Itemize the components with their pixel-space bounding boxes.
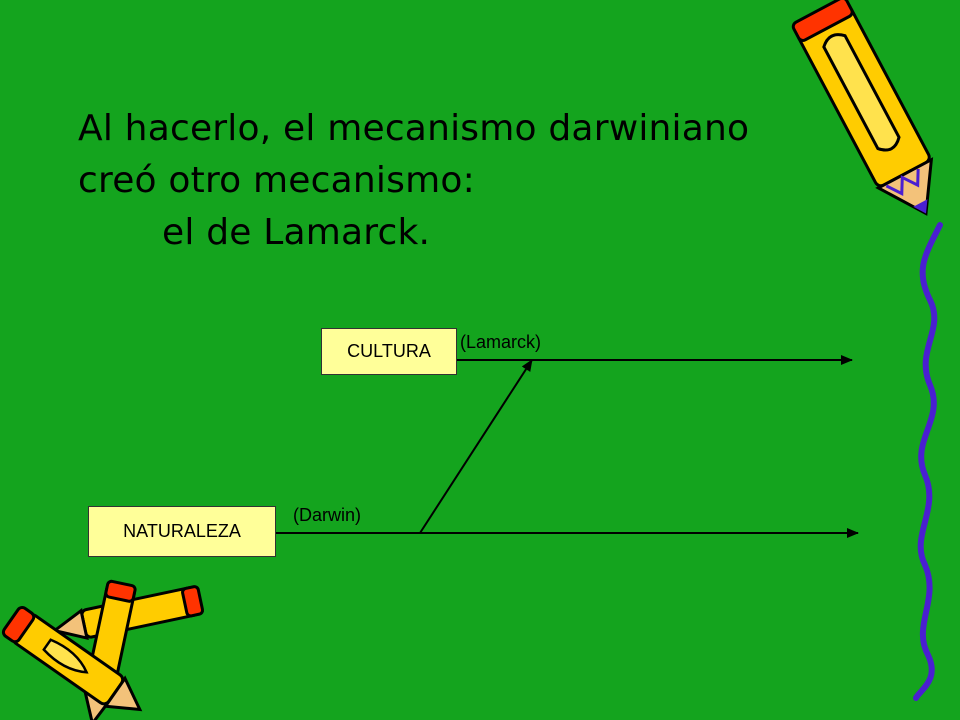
edge-label-lamarck: (Lamarck) <box>460 332 542 352</box>
node-cultura: CULTURA <box>321 328 457 375</box>
title-line-3: el de Lamarck. <box>162 212 431 253</box>
crossed-pencils-icon <box>1 579 205 720</box>
arrow-darwin-to-lamarck <box>419 359 533 534</box>
edge-label-darwin: (Darwin) <box>293 505 362 525</box>
pencil-icon <box>791 0 934 216</box>
title-line-1: Al hacerlo, el mecanismo darwiniano <box>78 108 750 149</box>
title-line-2: creó otro mecanismo: <box>78 160 475 201</box>
node-naturaleza: NATURALEZA <box>88 506 276 557</box>
wavy-border-decoration <box>913 222 943 701</box>
